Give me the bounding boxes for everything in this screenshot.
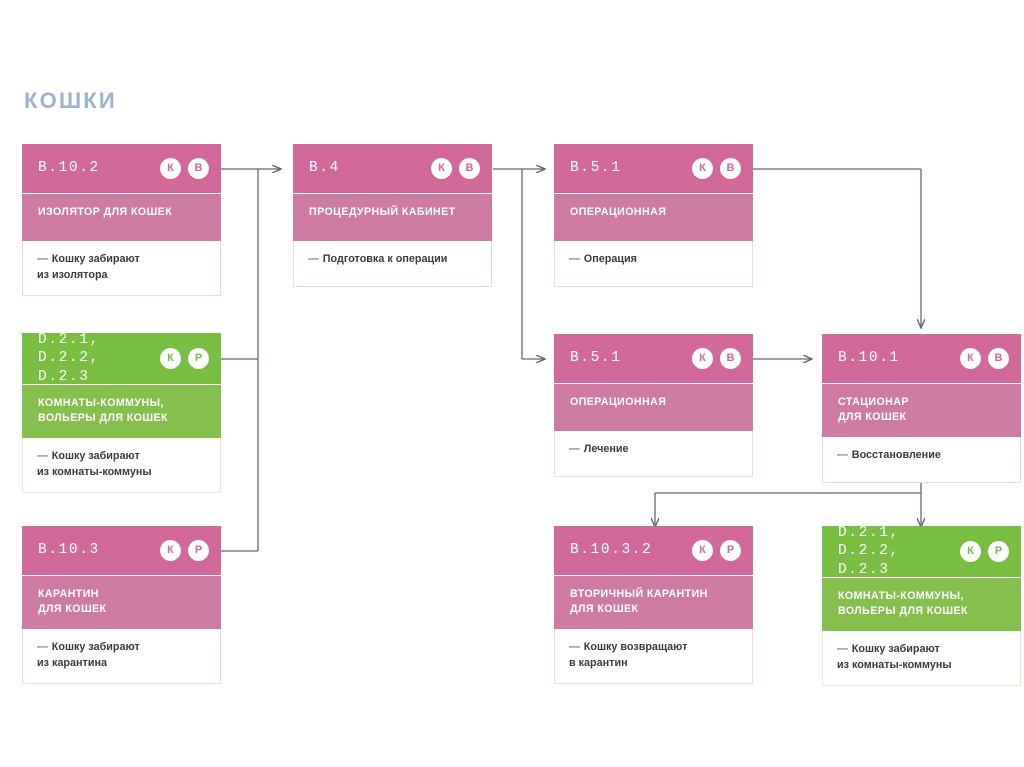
node-title: ОПЕРАЦИОННАЯ [554,194,753,241]
node-body: —Кошку забирают из комнаты-коммуны [22,438,221,494]
node-b-10-1[interactable]: B.10.1 К В СТАЦИОНАР ДЛЯ КОШЕК —Восстано… [822,334,1021,484]
node-body: —Кошку возвращают в карантин [554,629,753,685]
badge-k-icon: К [160,158,181,179]
badge-v-icon: В [188,158,209,179]
badge-k-icon: К [960,541,981,562]
bullet-dash-icon: — [569,443,580,455]
badge-k-icon: К [431,158,452,179]
node-title: ОПЕРАЦИОННАЯ [554,384,753,431]
node-header: B.10.1 К В [822,334,1021,384]
node-d-2-1-2-3-left[interactable]: D.2.1, D.2.2, D.2.3 К Р КОМНАТЫ-КОММУНЫ,… [22,332,221,494]
node-badges: К В [960,348,1009,369]
node-body: —Операция [554,241,753,287]
node-header: B.10.3.2 К Р [554,526,753,576]
node-title: СТАЦИОНАР ДЛЯ КОШЕК [822,384,1021,438]
badge-k-icon: К [692,540,713,561]
badge-v-icon: В [988,348,1009,369]
node-badges: К Р [160,348,209,369]
badge-v-icon: В [720,348,741,369]
badge-v-icon: В [459,158,480,179]
bullet-dash-icon: — [37,253,48,265]
node-body: —Подготовка к операции [293,241,492,287]
node-body: —Кошку забирают из комнаты-коммуны [822,631,1021,687]
bullet-dash-icon: — [308,253,319,265]
badge-r-icon: Р [988,541,1009,562]
node-body-text: Кошку забирают из комнаты-коммуны [837,643,952,671]
node-badges: К В [692,348,741,369]
node-title: ВТОРИЧНЫЙ КАРАНТИН ДЛЯ КОШЕК [554,576,753,630]
node-header: B.5.1 К В [554,144,753,194]
node-b-5-1-operation[interactable]: B.5.1 К В ОПЕРАЦИОННАЯ —Операция [554,144,753,287]
node-b-5-1-treatment[interactable]: B.5.1 К В ОПЕРАЦИОННАЯ —Лечение [554,334,753,477]
node-body-text: Операция [583,253,637,265]
node-code: D.2.1, D.2.2, D.2.3 [38,332,100,385]
node-code: B.10.2 [38,160,100,177]
node-code: B.4 [309,160,340,177]
page-title: КОШКИ [24,88,117,113]
bullet-dash-icon: — [569,641,580,654]
node-title: КОМНАТЫ-КОММУНЫ, ВОЛЬЕРЫ ДЛЯ КОШЕК [22,385,221,439]
node-b-10-2[interactable]: B.10.2 К В ИЗОЛЯТОР ДЛЯ КОШЕК —Кошку заб… [22,144,221,297]
node-header: B.4 К В [293,144,492,194]
node-body: —Восстановление [822,437,1021,484]
node-b-10-3[interactable]: B.10.3 К Р КАРАНТИН ДЛЯ КОШЕК —Кошку заб… [22,526,221,685]
bullet-dash-icon: — [37,450,48,463]
node-body-text: Кошку забирают из комнаты-коммуны [37,450,152,478]
node-title: ИЗОЛЯТОР ДЛЯ КОШЕК [22,194,221,241]
node-body: —Лечение [554,431,753,477]
node-header: D.2.1, D.2.2, D.2.3 К Р [22,332,221,385]
badge-r-icon: Р [188,540,209,561]
node-badges: К В [160,158,209,179]
badge-k-icon: К [692,348,713,369]
node-badges: К В [692,158,741,179]
node-code: B.5.1 [570,160,622,177]
node-badges: К В [431,158,480,179]
node-body-text: Кошку забирают из карантина [37,641,140,669]
bullet-dash-icon: — [37,641,48,654]
node-body-text: Восстановление [851,449,941,462]
node-body-text: Кошку возвращают в карантин [569,641,688,669]
badge-k-icon: К [160,348,181,369]
node-d-2-1-2-3-right[interactable]: D.2.1, D.2.2, D.2.3 К Р КОМНАТЫ-КОММУНЫ,… [822,525,1021,687]
node-header: B.10.3 К Р [22,526,221,576]
node-header: B.10.2 К В [22,144,221,194]
badge-v-icon: В [720,158,741,179]
node-body-text: Кошку забирают из изолятора [37,253,140,281]
node-header: D.2.1, D.2.2, D.2.3 К Р [822,525,1021,578]
node-title: КАРАНТИН ДЛЯ КОШЕК [22,576,221,630]
node-body: —Кошку забирают из изолятора [22,241,221,297]
badge-k-icon: К [692,158,713,179]
badge-r-icon: Р [188,348,209,369]
node-badges: К Р [692,540,741,561]
badge-r-icon: Р [720,540,741,561]
node-badges: К Р [160,540,209,561]
node-b-4[interactable]: B.4 К В ПРОЦЕДУРНЫЙ КАБИНЕТ —Подготовка … [293,144,492,287]
node-body-text: Подготовка к операции [322,253,448,265]
node-body: —Кошку забирают из карантина [22,629,221,685]
node-header: B.5.1 К В [554,334,753,384]
badge-k-icon: К [160,540,181,561]
node-code: B.10.3 [38,542,100,559]
node-code: D.2.1, D.2.2, D.2.3 [838,525,900,578]
node-code: B.10.3.2 [570,542,653,559]
node-body-text: Лечение [583,443,629,455]
bullet-dash-icon: — [569,253,580,265]
badge-k-icon: К [960,348,981,369]
bullet-dash-icon: — [837,643,848,656]
node-badges: К Р [960,541,1009,562]
node-b-10-3-2[interactable]: B.10.3.2 К Р ВТОРИЧНЫЙ КАРАНТИН ДЛЯ КОШЕ… [554,526,753,685]
bullet-dash-icon: — [837,449,848,462]
node-title: КОМНАТЫ-КОММУНЫ, ВОЛЬЕРЫ ДЛЯ КОШЕК [822,578,1021,632]
node-code: B.10.1 [838,350,900,367]
node-code: B.5.1 [570,350,622,367]
node-title: ПРОЦЕДУРНЫЙ КАБИНЕТ [293,194,492,241]
